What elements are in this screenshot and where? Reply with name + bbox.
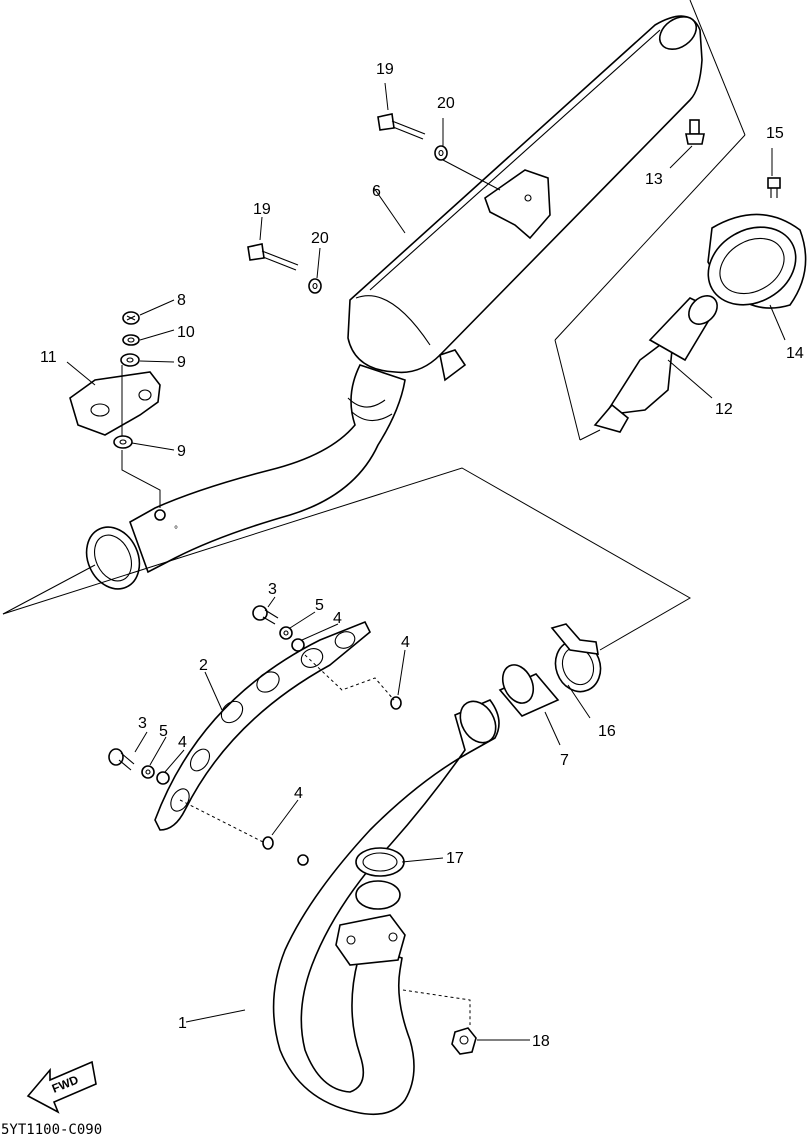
callout-3-lower: 3 [138, 715, 147, 732]
joint-sleeve-7 [498, 664, 560, 717]
silencer-insert-12 [593, 295, 718, 433]
callout-13: 13 [645, 171, 663, 188]
callout-16: 16 [598, 723, 616, 740]
callout-5-upper: 5 [315, 597, 324, 614]
bolt-19-lower [247, 243, 299, 271]
screw-15 [767, 177, 781, 198]
callout-9-lower: 9 [177, 443, 186, 460]
callout-14: 14 [786, 345, 804, 362]
bolt-3-lower [108, 748, 135, 771]
callout-8: 8 [177, 292, 186, 309]
gasket-17 [355, 847, 405, 877]
assembly-outline-upper [554, 0, 746, 441]
exhaust-pipe [272, 699, 500, 1116]
washer-9-upper [120, 353, 140, 367]
diagram-code: 5YT1100-C090 [1, 1122, 102, 1138]
callout-4-lower: 4 [294, 785, 303, 802]
washer-20-lower [308, 278, 322, 294]
callout-1: 1 [178, 1015, 187, 1032]
bolt-3-upper [252, 605, 279, 625]
washer-5-upper [279, 626, 293, 640]
callout-15: 15 [766, 125, 784, 142]
grommet-4-b [156, 771, 170, 785]
callout-7: 7 [560, 752, 569, 769]
callout-3-upper: 3 [268, 581, 277, 598]
callout-11: 11 [40, 349, 57, 366]
screw-8 [122, 311, 140, 325]
washer-9-lower [113, 435, 133, 449]
callout-17: 17 [446, 850, 464, 867]
callout-12: 12 [715, 401, 733, 418]
washer-10 [122, 334, 140, 346]
pipe-stud [297, 854, 309, 866]
callout-19-lower: 19 [253, 201, 271, 218]
callout-18: 18 [532, 1033, 550, 1050]
link-pipe: ° [85, 364, 406, 590]
leader-lines [66, 82, 786, 1041]
callout-4-left: 4 [178, 734, 187, 751]
assembly-outline-lower [2, 467, 692, 651]
nut-18 [451, 1027, 477, 1055]
grommet-4-d [262, 836, 274, 850]
heat-protector-2 [154, 620, 372, 831]
callouts: 1 2 3 3 4 4 4 4 5 5 6 7 8 9 9 10 11 12 1… [40, 61, 804, 1050]
svg-text:°: ° [174, 525, 178, 536]
callout-5-lower: 5 [159, 723, 168, 740]
callout-20-lower: 20 [311, 230, 329, 247]
callout-10: 10 [177, 324, 195, 341]
callout-19-upper: 19 [376, 61, 394, 78]
end-cap-14 [707, 213, 807, 309]
callout-4-upper: 4 [333, 610, 342, 627]
grommet-4-a [291, 638, 305, 652]
bracket-11 [69, 365, 161, 440]
callout-6: 6 [372, 183, 381, 200]
clamp-16 [550, 623, 602, 693]
grommet-4-c [390, 696, 402, 710]
callout-2: 2 [199, 657, 208, 674]
forward-arrow-icon: FWD [26, 1060, 97, 1114]
bolt-19-upper [377, 113, 426, 140]
callout-20-upper: 20 [437, 95, 455, 112]
callout-9-upper: 9 [177, 354, 186, 371]
callout-4-right: 4 [401, 634, 410, 651]
screw-13 [685, 119, 705, 145]
washer-20-upper [434, 145, 448, 161]
washer-5-lower [141, 765, 155, 779]
muffler-bracket [484, 169, 551, 240]
